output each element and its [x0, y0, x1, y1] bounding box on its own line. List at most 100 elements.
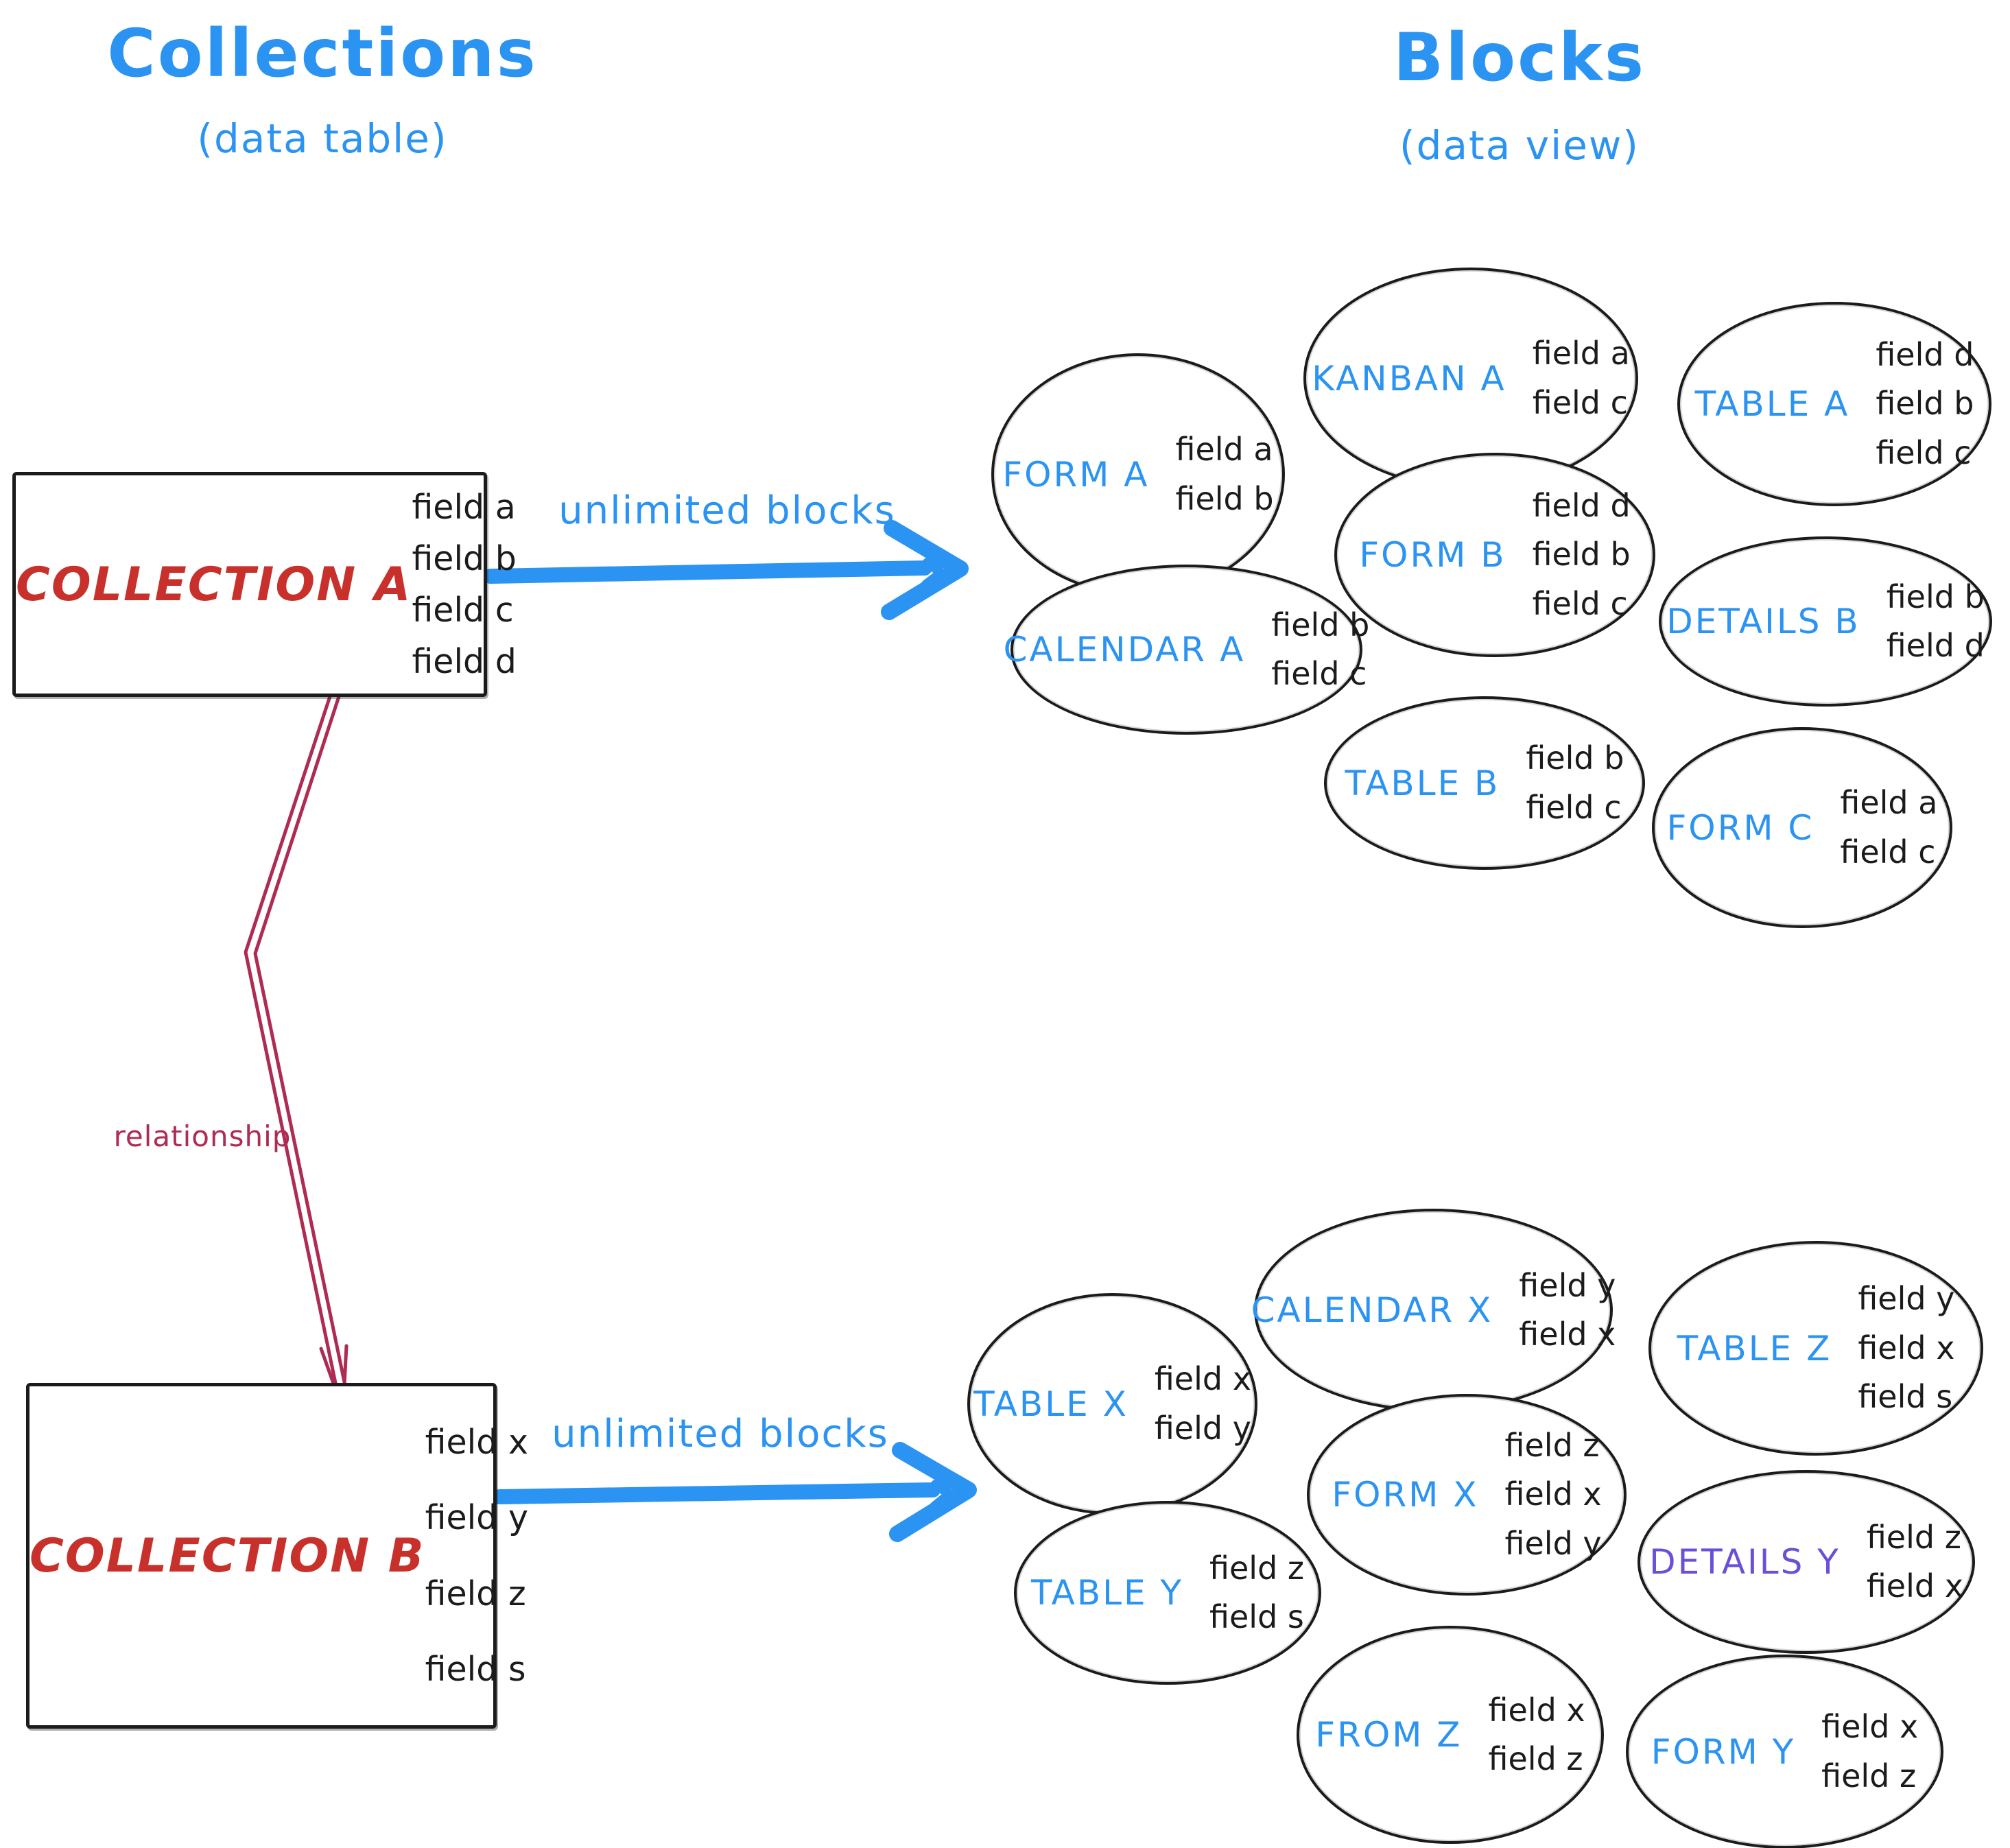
- block-table-y: TABLE Y field z field s: [1014, 1501, 1321, 1685]
- block-fields: field z field x: [1867, 1518, 1963, 1607]
- collections-subtitle: (data table): [197, 115, 448, 162]
- field: field c: [412, 591, 514, 630]
- collections-title: Collections: [107, 15, 538, 92]
- block-label: DETAILS Y: [1649, 1542, 1841, 1582]
- field: field d: [1886, 627, 1985, 664]
- block-fields: field d field b field c: [1533, 486, 1631, 624]
- collection-b-box: COLLECTION B field x field y field z fie…: [26, 1383, 528, 1729]
- block-fields: field x field z: [1821, 1707, 1918, 1796]
- block-fields: field a field b: [1176, 430, 1274, 519]
- field: field y: [1858, 1280, 1955, 1318]
- field: field b: [1532, 536, 1631, 573]
- collection-b-name: COLLECTION B: [29, 1528, 425, 1583]
- field: field b: [1175, 479, 1274, 517]
- block-label: DETAILS B: [1666, 602, 1860, 641]
- field: field s: [1209, 1598, 1304, 1635]
- block-fields: field z field x field y: [1505, 1426, 1602, 1564]
- block-kanban-a: KANBAN A field a field c: [1303, 268, 1638, 489]
- field: field c: [1840, 833, 1936, 870]
- block-fields: field x field z: [1489, 1691, 1585, 1779]
- field: field b: [1526, 739, 1624, 777]
- field: field x: [425, 1423, 528, 1462]
- block-label: TABLE B: [1345, 763, 1500, 803]
- block-details-y: DETAILS Y field z field x: [1637, 1470, 1975, 1654]
- unlimited-blocks-label-b: unlimited blocks: [552, 1412, 889, 1456]
- collection-b-fields: field x field y field z field s: [425, 1386, 546, 1725]
- block-fields: field y field x field s: [1858, 1279, 1954, 1417]
- field: field x: [1821, 1708, 1919, 1745]
- unlimited-blocks-arrow-a: [483, 520, 969, 620]
- field: field c: [1532, 584, 1628, 622]
- field: field d: [1876, 335, 1974, 373]
- field: field z: [1821, 1757, 1917, 1794]
- unlimited-blocks-label-a: unlimited blocks: [558, 488, 896, 533]
- blocks-subtitle: (data view): [1399, 122, 1640, 169]
- block-form-a: FORM A field a field b: [991, 353, 1285, 595]
- field: field x: [1488, 1691, 1585, 1729]
- field: field d: [412, 642, 517, 681]
- field: field z: [1488, 1740, 1583, 1777]
- field: field y: [1504, 1524, 1602, 1562]
- field: field x: [1519, 1316, 1616, 1353]
- field: field z: [1504, 1426, 1600, 1464]
- field: field y: [1154, 1409, 1251, 1447]
- block-form-b: FORM B field d field b field c: [1334, 453, 1655, 657]
- field: field a: [1840, 784, 1938, 821]
- block-label: TABLE X: [973, 1384, 1128, 1424]
- field: field z: [425, 1574, 526, 1613]
- block-from-z: FROM Z field x field z: [1297, 1626, 1604, 1844]
- block-table-b: TABLE B field b field c: [1324, 696, 1645, 870]
- field: field x: [1858, 1329, 1955, 1366]
- collection-a-fields: field a field b field c field d: [412, 475, 534, 694]
- field: field y: [1519, 1266, 1616, 1304]
- block-fields: field z field s: [1209, 1549, 1304, 1637]
- block-fields: field y field x: [1519, 1266, 1616, 1355]
- field: field d: [1532, 486, 1631, 524]
- field: field x: [1504, 1476, 1602, 1513]
- field: field s: [425, 1649, 526, 1689]
- block-table-a: TABLE A field d field b field c: [1677, 302, 1991, 506]
- collection-a-box: COLLECTION A field a field b field c fie…: [12, 472, 517, 697]
- field: field y: [425, 1498, 528, 1538]
- field: field c: [1876, 434, 1972, 471]
- block-fields: field d field b field c: [1876, 335, 1974, 473]
- block-fields: field b field c: [1526, 739, 1624, 827]
- field: field b: [1271, 606, 1370, 643]
- unlimited-blocks-arrow-b: [492, 1442, 977, 1542]
- block-fields: field a field c: [1840, 783, 1937, 872]
- block-fields: field b field c: [1271, 606, 1369, 694]
- block-fields: field b field d: [1887, 578, 1985, 666]
- collection-a-name: COLLECTION A: [16, 557, 412, 612]
- block-form-x: FORM X field z field x field y: [1307, 1394, 1627, 1596]
- block-label: FORM B: [1359, 535, 1506, 575]
- block-label: CALENDAR A: [1003, 630, 1246, 670]
- block-label: FORM C: [1666, 807, 1814, 848]
- block-table-z: TABLE Z field y field x field s: [1648, 1241, 1983, 1456]
- field: field x: [1154, 1360, 1251, 1397]
- block-label: FROM Z: [1315, 1715, 1463, 1755]
- blocks-title: Blocks: [1393, 19, 1646, 96]
- field: field c: [1526, 788, 1622, 826]
- block-fields: field x field y: [1155, 1360, 1251, 1448]
- block-label: CALENDAR X: [1251, 1290, 1493, 1330]
- field: field b: [412, 539, 517, 578]
- block-table-x: TABLE X field x field y: [967, 1293, 1257, 1515]
- relationship-arrow: [244, 684, 349, 1412]
- field: field c: [1532, 383, 1628, 421]
- field: field b: [1886, 578, 1985, 615]
- field: field a: [1175, 431, 1273, 468]
- block-details-b: DETAILS B field b field d: [1659, 536, 1992, 707]
- block-label: TABLE Y: [1030, 1573, 1184, 1613]
- block-label: FORM X: [1332, 1475, 1479, 1515]
- field: field x: [1866, 1567, 1963, 1604]
- block-label: FORM Y: [1651, 1731, 1796, 1772]
- field: field c: [1271, 655, 1367, 692]
- block-fields: field a field c: [1533, 334, 1630, 423]
- field: field b: [1876, 385, 1974, 423]
- block-calendar-a: CALENDAR A field b field c: [1004, 565, 1369, 735]
- field: field z: [1866, 1518, 1961, 1556]
- block-label: TABLE Z: [1677, 1328, 1832, 1369]
- field: field z: [1209, 1549, 1305, 1587]
- block-label: FORM A: [1002, 454, 1150, 495]
